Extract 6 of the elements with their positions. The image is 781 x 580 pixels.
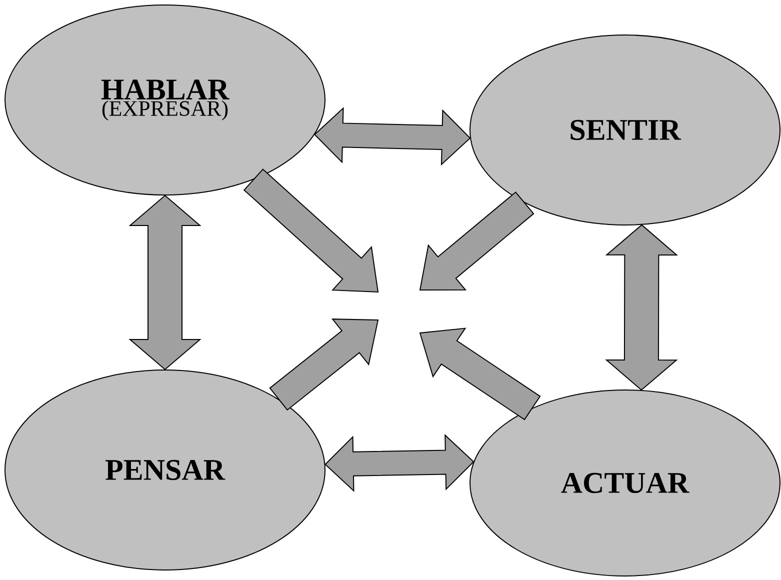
ellipse-node: ACTUAR [470, 390, 780, 576]
double-arrow [605, 224, 678, 391]
ellipse-node: PENSAR [4, 370, 326, 570]
ellipse-node: SENTIR [470, 34, 780, 226]
ellipse-node: HABLAR (EXPRESAR) [4, 4, 326, 196]
arrow [419, 328, 541, 420]
